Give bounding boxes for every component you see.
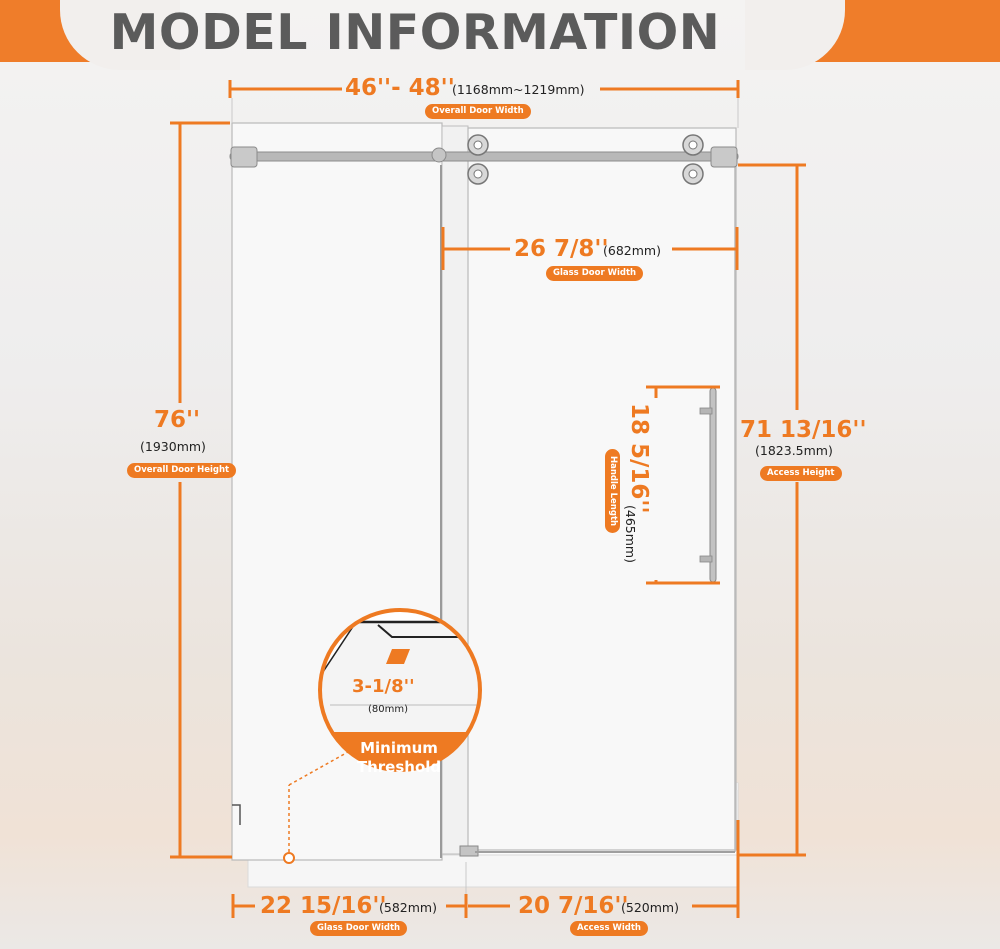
threshold-label: Minimum Threshold [356, 739, 442, 776]
access-width-mm: (520mm) [621, 900, 679, 915]
overall-height-label: Overall Door Height [127, 463, 237, 478]
overall-height-mm: (1930mm) [140, 439, 206, 454]
overall-width-label: Overall Door Width [425, 104, 531, 119]
page-title: MODEL INFORMATION [109, 4, 721, 61]
overall-height-value: 76'' [154, 407, 201, 433]
overall-width-mm: (1168mm~1219mm) [452, 82, 585, 97]
glass-door-width-bottom-value: 22 15/16'' [260, 893, 387, 919]
handle-length-label: Handle Length [605, 449, 620, 534]
glass-door-width-top-label: Glass Door Width [546, 266, 644, 281]
glass-door-width-top-mm: (682mm) [603, 243, 661, 258]
dimension-lines [170, 80, 806, 918]
glass-door-width-bottom-label: Glass Door Width [310, 921, 408, 936]
glass-panels [231, 122, 737, 861]
access-height-value: 71 13/16'' [740, 417, 867, 443]
overall-width-value: 46''- 48'' [345, 75, 455, 101]
handle-length-value: 18 5/16'' [626, 403, 652, 514]
handle-length-mm: (465mm) [623, 505, 638, 563]
access-width-label: Access Width [570, 921, 648, 936]
slider-rail [229, 134, 739, 185]
glass-door-width-bottom-mm: (582mm) [379, 900, 437, 915]
access-height-label: Access Height [760, 466, 842, 481]
access-width-value: 20 7/16'' [518, 893, 629, 919]
access-height-mm: (1823.5mm) [755, 443, 833, 458]
threshold-value: 3-1/8'' [352, 676, 415, 697]
threshold-mm: (80mm) [368, 704, 409, 715]
glass-door-width-top-value: 26 7/8'' [514, 236, 609, 262]
